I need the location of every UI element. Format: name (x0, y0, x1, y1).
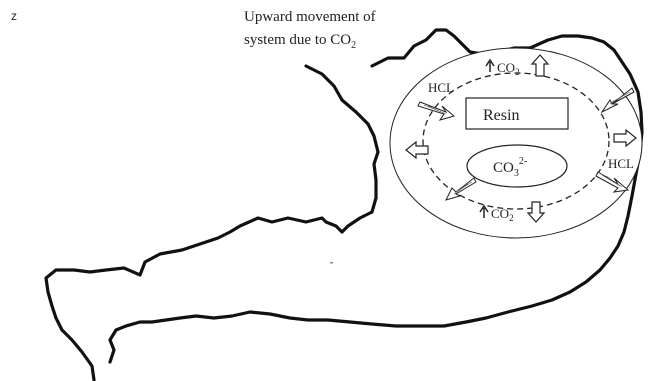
stomach-outline (44, 64, 380, 381)
co2-top-group: CO2 (485, 54, 550, 77)
caption-line-2: system due to CO2 (244, 32, 356, 51)
small-up-arrow-top-icon (485, 58, 495, 72)
carbonate-ellipse (466, 144, 568, 188)
co2-bottom-label: CO2 (491, 206, 514, 223)
hollow-down-arrow-bottom-icon (526, 201, 546, 223)
co2-top-base: CO (497, 60, 515, 75)
carbonate-base: CO (493, 160, 514, 176)
co2-bottom-base: CO (491, 206, 509, 221)
hollow-left-arrow-icon (405, 140, 429, 160)
co2-bottom-group: CO2 (479, 201, 546, 223)
co2-top-subscript: 2 (515, 67, 520, 77)
stomach-upper-lip (108, 28, 644, 364)
hollow-up-arrow-top-icon (530, 54, 550, 77)
corner-mark: z (11, 9, 17, 23)
diagonal-arrow-upper-right-icon (600, 87, 635, 114)
diagonal-arrow-lower-right-icon (595, 171, 630, 193)
caption-line-2-subscript: 2 (351, 40, 356, 51)
diagonal-arrow-lower-left-icon (445, 177, 477, 201)
hcl-left-label: HCL (428, 80, 454, 95)
caption-line-1: Upward movement of (244, 9, 376, 25)
speck (330, 262, 333, 264)
caption-line-2-text: system due to CO (244, 32, 351, 48)
co2-bottom-subscript: 2 (509, 213, 514, 223)
co2-top-label: CO2 (497, 60, 520, 77)
hcl-right-label: HCL (608, 156, 634, 171)
carbonate-label: CO32- (493, 156, 527, 179)
small-up-arrow-bottom-icon (479, 204, 489, 218)
carbonate-charge: 2- (519, 156, 527, 167)
hollow-right-arrow-icon (613, 128, 637, 148)
resin-box (465, 97, 569, 130)
carbonate-subscript: 3 (514, 168, 519, 179)
dashed-inner-circle (422, 72, 610, 210)
diagonal-arrow-upper-left-icon (417, 101, 456, 121)
resin-label: Resin (483, 107, 519, 124)
